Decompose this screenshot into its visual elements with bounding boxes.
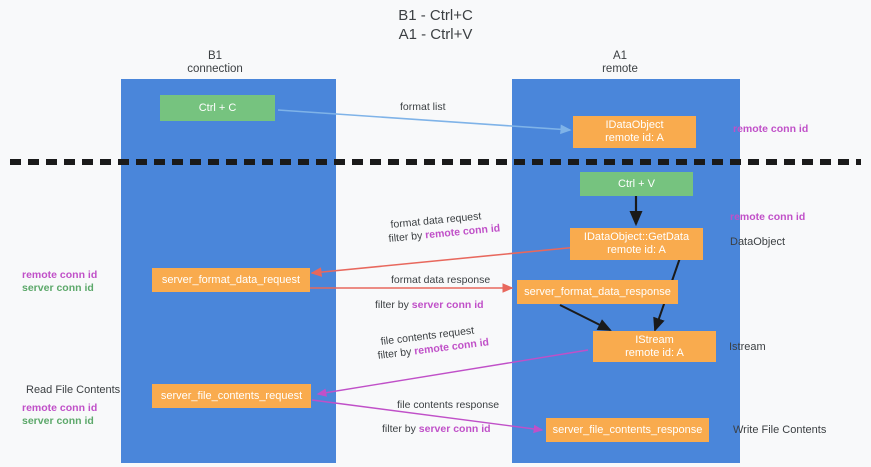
node-server-format-data-request-label: server_format_data_request bbox=[161, 273, 301, 286]
filter-by-text: filter by bbox=[382, 423, 416, 435]
right-annotation-write-file-contents: Write File Contents bbox=[733, 424, 827, 436]
edge-label-format-data-response: format data response bbox=[391, 274, 491, 286]
node-idataobject-title: IDataObject bbox=[605, 119, 664, 131]
node-ctrl-v-label: Ctrl + V bbox=[618, 177, 655, 190]
column-caption-a1: A1 remote bbox=[555, 50, 685, 76]
left-annotation-server-conn-id: server conn id bbox=[22, 282, 94, 294]
filter-by-text: filter by bbox=[377, 345, 413, 362]
right-annotation-remote-conn-id-top: remote conn id bbox=[733, 123, 809, 135]
page-title: B1 - Ctrl+C A1 - Ctrl+V bbox=[0, 6, 871, 44]
node-istream-sub: remote id: A bbox=[625, 346, 684, 359]
edge-label-file-contents-response: file contents response bbox=[397, 399, 500, 411]
node-server-file-contents-response-label: server_file_contents_response bbox=[552, 423, 703, 436]
node-getdata-title: IDataObject::GetData bbox=[583, 231, 690, 243]
right-annotation-data-object: DataObject bbox=[730, 236, 786, 248]
filter-by-text: filter by bbox=[375, 299, 409, 311]
column-name-a1: A1 bbox=[612, 50, 628, 62]
node-ctrl-v[interactable]: Ctrl + V bbox=[580, 172, 693, 196]
node-idataobject-sub: remote id: A bbox=[605, 132, 664, 144]
column-sub-a1: remote bbox=[602, 63, 638, 75]
node-server-format-data-request[interactable]: server_format_data_request bbox=[152, 268, 310, 292]
server-conn-id-text: server conn id bbox=[411, 299, 484, 311]
node-istream[interactable]: IStream remote id: A bbox=[593, 331, 716, 362]
column-caption-b1: B1 connection bbox=[150, 50, 280, 76]
node-server-file-contents-response[interactable]: server_file_contents_response bbox=[546, 418, 709, 442]
node-idataobject-getdata[interactable]: IDataObject::GetData remote id: A bbox=[570, 228, 703, 260]
right-annotation-istream: Istream bbox=[729, 341, 766, 353]
node-ctrl-c-label: Ctrl + C bbox=[198, 101, 237, 114]
node-istream-title: IStream bbox=[635, 333, 674, 346]
filter-by-text: filter by bbox=[388, 229, 423, 245]
left-annotation-read-file-contents: Read File Contents bbox=[26, 384, 121, 396]
node-server-file-contents-request-label: server_file_contents_request bbox=[160, 389, 303, 402]
title-line-2: A1 - Ctrl+V bbox=[398, 26, 473, 43]
right-annotation-remote-conn-id-mid: remote conn id bbox=[730, 211, 806, 223]
node-server-format-data-response-label: server_format_data_response bbox=[524, 285, 671, 298]
left-annotation-server-conn-id-2: server conn id bbox=[22, 415, 94, 427]
node-server-file-contents-request[interactable]: server_file_contents_request bbox=[152, 384, 311, 408]
node-getdata-sub: remote id: A bbox=[607, 244, 666, 256]
title-line-1: B1 - Ctrl+C bbox=[398, 7, 473, 24]
edge-label-file-contents-response-filter: filter by server conn id bbox=[382, 423, 491, 436]
node-server-format-data-response[interactable]: server_format_data_response bbox=[517, 280, 678, 304]
edge-label-format-list: format list bbox=[400, 101, 446, 113]
column-sub-b1: connection bbox=[187, 63, 243, 75]
node-idataobject[interactable]: IDataObject remote id: A bbox=[573, 116, 696, 148]
left-annotation-remote-conn-id: remote conn id bbox=[22, 269, 98, 281]
node-ctrl-c[interactable]: Ctrl + C bbox=[160, 95, 275, 121]
edge-label-format-data-response-filter: filter by server conn id bbox=[375, 299, 484, 312]
server-conn-id-text: server conn id bbox=[418, 423, 491, 435]
column-name-b1: B1 bbox=[207, 50, 223, 62]
left-annotation-remote-conn-id-2: remote conn id bbox=[22, 402, 98, 414]
